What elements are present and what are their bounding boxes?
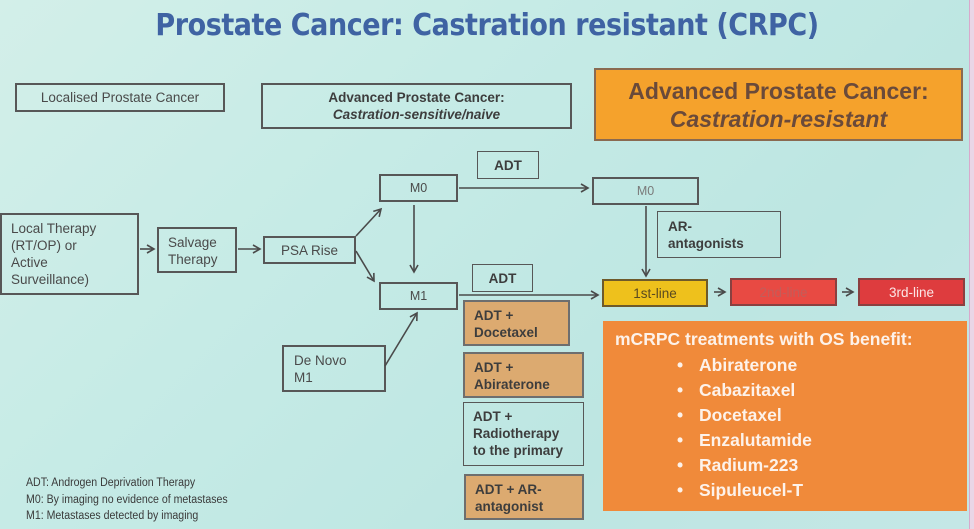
- treatment-adt-abiraterone: ADT + Abiraterone: [463, 352, 584, 398]
- mcrpc-item: • Abiraterone: [677, 353, 967, 378]
- slide-title: Prostate Cancer: Castration resistant (C…: [155, 8, 819, 43]
- local-therapy-box: Local Therapy (RT/OP) or Active Surveill…: [0, 213, 139, 295]
- stage-advanced-resistant: Advanced Prostate Cancer: Castration-res…: [594, 68, 963, 141]
- third-line-label: 3rd-line: [888, 284, 935, 300]
- arrow-denovo-to-m1: [384, 311, 418, 367]
- treatment-line: Docetaxel: [474, 325, 538, 340]
- mcrpc-item-label: Sipuleucel-T: [699, 480, 804, 500]
- salvage-therapy-box: Salvage Therapy: [157, 227, 237, 273]
- second-line-label: 2nd-line: [759, 284, 808, 300]
- psa-rise-box: PSA Rise: [263, 236, 356, 264]
- ar-antagonists-box: AR- antagonists: [657, 211, 781, 258]
- treatment-line: ADT +: [474, 308, 514, 323]
- treatment-line: ADT +: [473, 409, 513, 424]
- treatment-adt-ar-antagonist: ADT + AR- antagonist: [464, 474, 584, 520]
- mcrpc-item: • Radium-223: [677, 453, 967, 478]
- stage-advanced-sensitive-line2: Castration-sensitive/naive: [332, 107, 501, 122]
- legend-m0: M0: By imaging no evidence of metastases: [26, 493, 228, 506]
- local-therapy-line: Local Therapy: [11, 221, 97, 236]
- mcrpc-item-label: Abiraterone: [699, 355, 798, 375]
- mcrpc-item-label: Cabazitaxel: [699, 380, 796, 400]
- stage-advanced-resistant-line2: Castration-resistant: [669, 105, 888, 132]
- treatment-line: antagonist: [475, 499, 544, 514]
- arrow-psa-to-m0: [355, 207, 383, 237]
- first-line-label: 1st-line: [633, 285, 677, 301]
- mcrpc-item: • Docetaxel: [677, 403, 967, 428]
- abbreviation-legend: ADT: Androgen Deprivation Therapy M0: By…: [26, 475, 228, 525]
- bullet-icon: •: [677, 430, 684, 450]
- legend-adt: ADT: Androgen Deprivation Therapy: [26, 477, 196, 489]
- mcrpc-list: • Abiraterone • Cabazitaxel • Docetaxel • En…: [615, 353, 967, 503]
- local-therapy-line: Surveillance): [11, 272, 90, 287]
- treatment-line: ADT + AR-: [475, 482, 542, 497]
- mcrpc-item: • Sipuleucel-T: [677, 478, 967, 503]
- m0-sensitive-box: M0: [379, 174, 458, 202]
- mcrpc-item: • Enzalutamide: [677, 428, 967, 453]
- local-therapy-line: Active: [11, 255, 48, 270]
- salvage-therapy-line: Therapy: [168, 252, 218, 267]
- mcrpc-item: • Cabazitaxel: [677, 378, 967, 403]
- mcrpc-item-label: Radium-223: [699, 455, 799, 475]
- m0-resistant-box: M0: [592, 177, 699, 205]
- treatment-line: Abiraterone: [474, 377, 550, 392]
- treatment-line: to the primary: [473, 443, 564, 458]
- stage-advanced-sensitive-line1: Advanced Prostate Cancer:: [328, 90, 505, 105]
- stage-localised: Localised Prostate Cancer: [15, 83, 225, 112]
- third-line-box: 3rd-line: [858, 278, 965, 306]
- bullet-icon: •: [677, 355, 684, 375]
- m1-sensitive-label: M1: [409, 288, 428, 303]
- de-novo-m1-box: De Novo M1: [282, 345, 386, 392]
- mcrpc-header: mCRPC treatments with OS benefit:: [615, 329, 913, 349]
- adt-top-label: ADT: [494, 157, 522, 173]
- psa-rise-label: PSA Rise: [280, 242, 339, 258]
- arrow-psa-to-m1: [355, 250, 375, 283]
- local-therapy-line: (RT/OP) or: [11, 238, 77, 253]
- adt-bottom-box: ADT: [472, 264, 533, 292]
- de-novo-line: De Novo: [294, 353, 347, 368]
- treatment-line: Radiotherapy: [473, 426, 560, 441]
- m0-resistant-label: M0: [636, 183, 655, 198]
- legend-m1: M1: Metastases detected by imaging: [26, 510, 199, 522]
- stage-advanced-resistant-line1: Advanced Prostate Cancer:: [628, 77, 929, 104]
- treatment-line: ADT +: [474, 360, 514, 375]
- m0-sensitive-label: M0: [409, 180, 428, 195]
- treatment-adt-docetaxel: ADT + Docetaxel: [463, 300, 570, 346]
- bullet-icon: •: [677, 380, 684, 400]
- ar-antagonists-line: antagonists: [668, 236, 744, 251]
- m1-sensitive-box: M1: [379, 282, 458, 310]
- slide-edge: [969, 0, 974, 529]
- mcrpc-item-label: Docetaxel: [699, 405, 782, 425]
- bullet-icon: •: [677, 405, 684, 425]
- bullet-icon: •: [677, 480, 684, 500]
- mcrpc-item-label: Enzalutamide: [699, 430, 812, 450]
- adt-top-box: ADT: [477, 151, 539, 179]
- bullet-icon: •: [677, 455, 684, 475]
- ar-antagonists-line: AR-: [668, 219, 692, 234]
- salvage-therapy-line: Salvage: [168, 235, 217, 250]
- mcrpc-treatments-panel: mCRPC treatments with OS benefit: • Abira…: [603, 321, 967, 511]
- de-novo-line: M1: [294, 370, 313, 385]
- stage-localised-label: Localised Prostate Cancer: [40, 90, 200, 105]
- adt-bottom-label: ADT: [488, 270, 517, 286]
- treatment-adt-radiotherapy: ADT + Radiotherapy to the primary: [463, 402, 584, 466]
- second-line-box: 2nd-line: [730, 278, 837, 306]
- first-line-box: 1st-line: [602, 279, 708, 307]
- stage-advanced-sensitive: Advanced Prostate Cancer: Castration-sen…: [261, 83, 572, 129]
